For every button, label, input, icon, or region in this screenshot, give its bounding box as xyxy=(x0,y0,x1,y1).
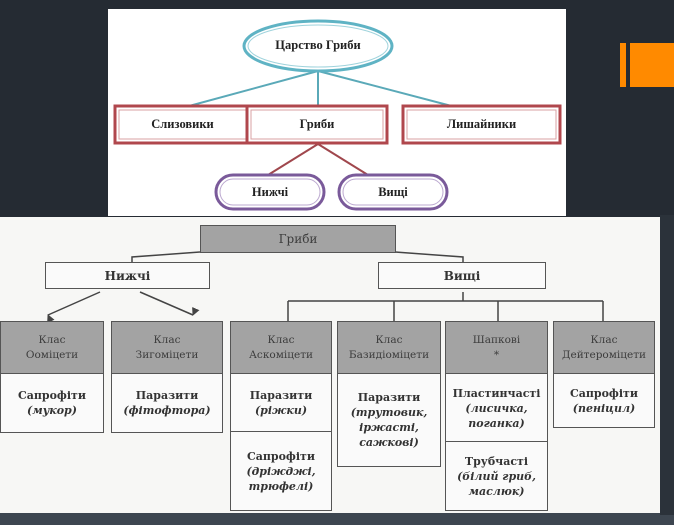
group-example: трюфелі) xyxy=(248,479,314,493)
group-name: Пластинчасті xyxy=(452,386,541,400)
branch-box-vyshchi: Вищі xyxy=(378,262,546,289)
root-label: Гриби xyxy=(278,232,318,246)
group-example: (пеніцил) xyxy=(572,401,636,415)
group-example: маслюк) xyxy=(468,484,525,498)
class-header-oomitsety: Клас Ооміцети xyxy=(0,321,104,375)
level1-label: Слизовики xyxy=(151,117,214,131)
group-example: (фітофтора) xyxy=(123,404,211,417)
branch-box-nyzhchi: Нижчі xyxy=(45,262,210,289)
right-band xyxy=(660,215,674,515)
bottom-band xyxy=(0,510,674,525)
class-title: Ооміцети xyxy=(25,349,79,361)
group-box: Сапрофіти (дріжджі, трюфелі) xyxy=(230,431,332,511)
group-box: Паразити (трутовик, іржасті, сажкові) xyxy=(337,373,441,467)
class-title: * xyxy=(493,349,500,361)
top-diagram-connectors xyxy=(113,19,562,211)
class-title: Зигоміцети xyxy=(135,349,199,361)
class-header-bazydiomitsety: Клас Базидіоміцети xyxy=(337,321,441,375)
group-name: Сапрофіти xyxy=(569,386,639,400)
class-title: Шапкові xyxy=(472,334,521,346)
branch-label: Нижчі xyxy=(104,268,151,283)
group-box: Трубчасті (білий гриб, маслюк) xyxy=(445,441,548,511)
level2-label: Вищі xyxy=(378,185,408,199)
class-title: Клас xyxy=(267,334,295,346)
class-title: Клас xyxy=(375,334,403,346)
root-box: Гриби xyxy=(200,225,396,253)
group-example: (мукор) xyxy=(27,404,77,417)
branch-label: Вищі xyxy=(443,268,481,283)
group-example: (трутовик, xyxy=(350,406,428,419)
box-hryby xyxy=(245,104,389,145)
group-name: Паразити xyxy=(135,389,199,402)
group-box: Паразити (ріжки) xyxy=(230,373,332,433)
group-example: (білий гриб, xyxy=(457,469,536,483)
group-name: Сапрофіти xyxy=(17,389,87,402)
group-example: сажкові) xyxy=(359,436,419,449)
group-example: (ріжки) xyxy=(254,404,308,417)
connector-hryby-vyshchi xyxy=(317,143,369,176)
class-header-shapkovi: Шапкові * xyxy=(445,321,548,375)
group-example: (дріжджі, xyxy=(246,464,316,478)
group-name: Паразити xyxy=(249,389,313,402)
group-example: іржасті, xyxy=(359,421,419,434)
class-header-zyhomitsety: Клас Зигоміцети xyxy=(111,321,223,375)
class-title: Дейтероміцети xyxy=(561,349,647,361)
group-box: Паразити (фітофтора) xyxy=(111,373,223,433)
group-box: Сапрофіти (пеніцил) xyxy=(553,373,655,428)
connector-root-slyzovyky xyxy=(177,70,319,110)
connector-root-lyshainyky xyxy=(317,70,464,110)
box-slyzovyky xyxy=(113,104,252,145)
class-title: Базидіоміцети xyxy=(348,349,430,361)
group-name: Сапрофіти xyxy=(246,449,316,463)
class-title: Аскоміцети xyxy=(248,349,313,361)
group-example: поганка) xyxy=(468,416,525,430)
level1-label: Гриби xyxy=(299,117,335,131)
group-name: Трубчасті xyxy=(464,454,529,468)
class-title: Клас xyxy=(38,334,66,346)
box-lyshainyky xyxy=(401,104,562,145)
class-header-deiteromitsety: Клас Дейтероміцети xyxy=(553,321,655,375)
level1-label: Лишайники xyxy=(446,117,517,131)
box-vyshchi xyxy=(337,173,449,211)
root-label: Царство Гриби xyxy=(275,38,361,52)
group-box: Пластинчасті (лисичка, поганка) xyxy=(445,373,548,443)
class-title: Клас xyxy=(590,334,618,346)
accent-bar-thick xyxy=(630,43,674,87)
group-example: (лисичка, xyxy=(465,401,528,415)
bottom-diagram: Гриби Нижчі Вищі Клас Ооміцети Клас Зиго… xyxy=(0,217,660,513)
connector-nyzhchi-zyhomitsety xyxy=(139,291,200,316)
connector-nyzhchi-oomitsety xyxy=(47,291,101,324)
top-diagram: Царство Гриби Слизовики Гриби Лишайники … xyxy=(108,9,566,216)
level2-label: Нижчі xyxy=(251,185,289,199)
group-name: Паразити xyxy=(357,391,421,404)
class-header-askomitsety: Клас Аскоміцети xyxy=(230,321,332,375)
connector-hryby-nyzhchi xyxy=(267,143,319,176)
class-title: Клас xyxy=(153,334,181,346)
group-box: Сапрофіти (мукор) xyxy=(0,373,104,433)
box-nyzhchi xyxy=(214,173,326,211)
bottom-diagram-connectors xyxy=(47,251,604,324)
accent-bar-thin xyxy=(620,43,626,87)
root-ellipse xyxy=(242,19,394,73)
